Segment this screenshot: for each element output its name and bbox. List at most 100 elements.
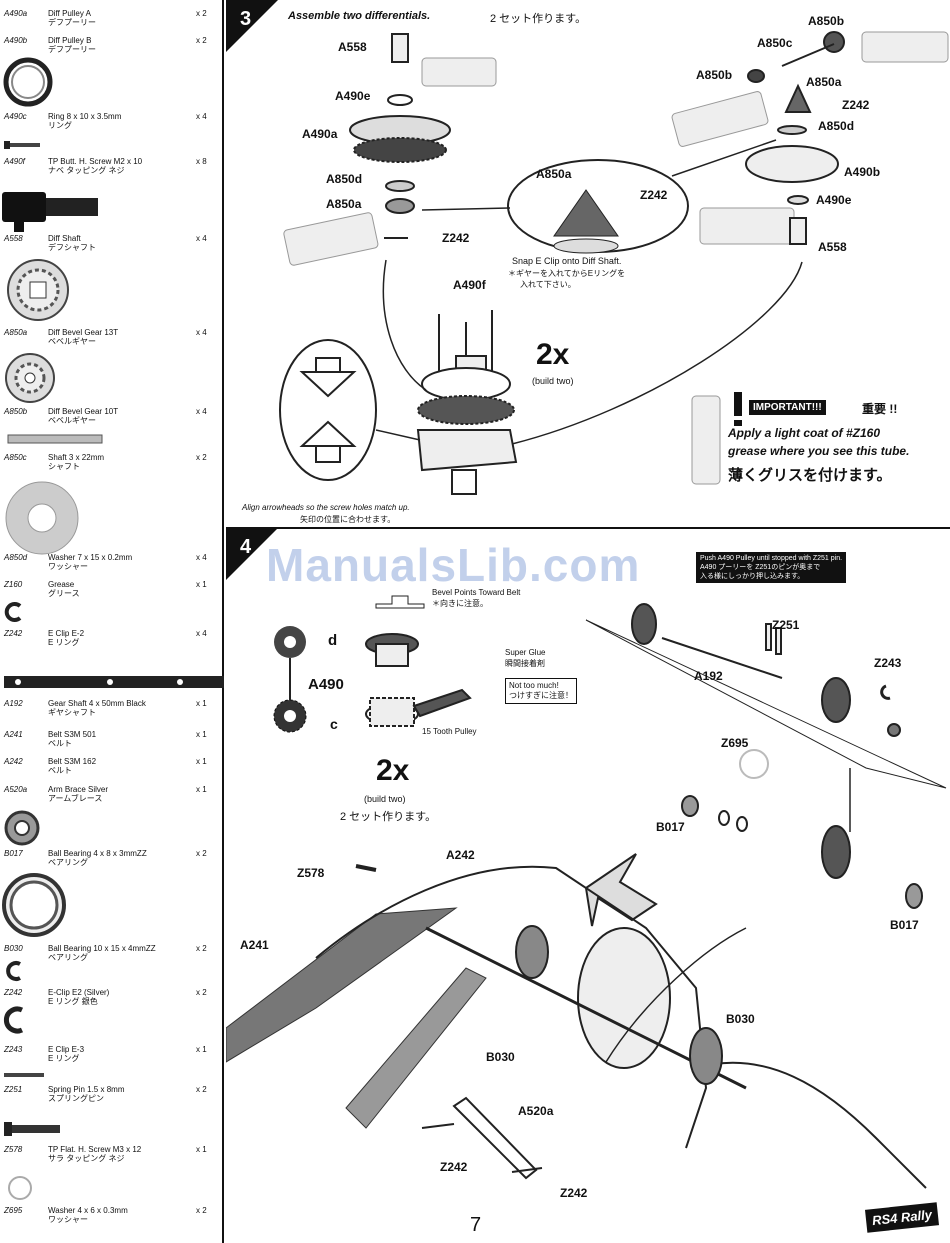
- big-arrow-icon: [584, 853, 658, 927]
- page-number: 7: [470, 1214, 482, 1236]
- label-a850c: A850c: [757, 36, 793, 50]
- label-z242-right-4: Z242: [560, 1186, 588, 1200]
- label-a558-right: A558: [818, 240, 847, 254]
- important-jp: 重要 !!: [862, 402, 898, 416]
- label-z242-mid: Z242: [640, 188, 668, 202]
- grease-line1: Apply a light coat of #Z160: [728, 426, 881, 440]
- arm-brace-icon: [421, 1096, 543, 1180]
- arrow-up-icon: [299, 420, 357, 463]
- label-b030-right: B030: [726, 1012, 755, 1026]
- build-jp-4: 2 セット作ります。: [340, 811, 437, 823]
- flow-arrows: [375, 139, 803, 445]
- washer-detail: [739, 749, 769, 779]
- e-clip-icon: [4, 602, 22, 622]
- grease-jp: 薄くグリスを付けます。: [728, 467, 892, 484]
- label-a490f: A490f: [453, 278, 486, 292]
- washer-large-icon: [5, 481, 79, 555]
- flow-arrows-4: [605, 768, 851, 1063]
- glue-bottle-icon: [412, 688, 472, 718]
- label-a850d-right: A850d: [818, 119, 855, 133]
- label-z242-right: Z242: [842, 98, 870, 112]
- step3-title: Assemble two differentials.: [288, 10, 431, 22]
- label-b017-right: B017: [890, 918, 919, 932]
- label-d: d: [328, 632, 338, 649]
- bevel-note: Bevel Points Toward Belt: [432, 588, 521, 597]
- label-z243: Z243: [874, 656, 902, 670]
- bevel-gear-13t-icon: [7, 259, 69, 321]
- section-divider: [226, 527, 950, 529]
- spring-pin-icon: [4, 1073, 44, 1077]
- grease-tube-icon: [283, 31, 949, 485]
- label-b017-left: B017: [656, 820, 685, 834]
- step3-title-jp: 2 セット作ります。: [490, 13, 587, 25]
- bevel-gear-detail: [553, 189, 619, 237]
- bevel-note-jp: ＊向きに注意。: [432, 599, 488, 608]
- washer-small-icon: [8, 1176, 32, 1200]
- label-a242: A242: [446, 848, 475, 862]
- label-a490e: A490e: [335, 89, 371, 103]
- align-note: Align arrowheads so the screw holes matc…: [242, 503, 410, 512]
- step3-diagram: [226, 0, 949, 495]
- bevel-gear-10t-icon: [5, 353, 55, 403]
- push-note-jp1: A490 プーリーを Z251のピンが奥まで: [700, 564, 821, 571]
- label-a850b-top: A850b: [808, 14, 845, 28]
- gear-shaft-exploded: [585, 603, 947, 789]
- label-a520a: A520a: [518, 1104, 554, 1118]
- bearing-row: [681, 795, 923, 909]
- super-glue-jp: 瞬間接着剤: [505, 659, 545, 668]
- ball-bearing-large-icon: [2, 873, 66, 937]
- bevel-profile-icon: [375, 595, 425, 609]
- not-too-much-box: Not too much!つけすぎに注意！: [505, 678, 577, 704]
- push-note-box: Push A490 Pulley until stopped with Z251…: [696, 552, 847, 583]
- left-diff-stack: [349, 33, 451, 239]
- not-too-much: Not too much!: [509, 681, 559, 690]
- arrow-down-icon: [299, 357, 357, 398]
- important-badge: IMPORTANT!!!: [749, 400, 826, 415]
- step4-number: 4: [240, 536, 252, 558]
- step3-number: 3: [240, 8, 252, 30]
- label-a850d-left: A850d: [326, 172, 363, 186]
- step4-corner-badge: [226, 528, 278, 580]
- label-a490a: A490a: [302, 127, 338, 141]
- label-z242-left: Z242: [442, 231, 470, 245]
- label-a850b-left: A850b: [696, 68, 733, 82]
- label-a241: A241: [240, 938, 269, 952]
- label-a490b: A490b: [844, 165, 881, 179]
- pulley-label: 15 Tooth Pulley: [422, 727, 477, 736]
- push-note: Push A490 Pulley until stopped with Z251…: [700, 555, 843, 562]
- label-a490: A490: [308, 676, 344, 693]
- label-a850a-left: A850a: [326, 197, 362, 211]
- grease-line2: grease where you see this tube.: [728, 444, 910, 458]
- ball-bearing-small-icon: [4, 810, 40, 846]
- parts-icons: [2, 57, 224, 1200]
- label-c: c: [330, 716, 338, 732]
- push-note-jp2: 入る様にしっかり押し込みます。: [700, 573, 805, 580]
- ring-icon: [3, 57, 53, 107]
- exclamation-icon: [734, 392, 742, 416]
- watermark: ManualsLib.com: [266, 539, 641, 591]
- e-clip-silver-icon: [6, 961, 21, 981]
- label-b030-left: B030: [486, 1050, 515, 1064]
- label-a850a-mid: A850a: [536, 167, 572, 181]
- label-z578: Z578: [297, 866, 325, 880]
- build-sub: (build two): [532, 376, 574, 386]
- pulley-halves-icon: [273, 626, 307, 733]
- belts: [226, 907, 487, 1129]
- label-a490e-right: A490e: [816, 193, 852, 207]
- right-diff-stack: [745, 31, 845, 245]
- step4-diagram: [226, 528, 947, 1189]
- label-z242-left-4: Z242: [440, 1160, 468, 1174]
- step3-corner-badge: [226, 0, 278, 52]
- snap-note: Snap E Clip onto Diff Shaft.: [512, 256, 622, 266]
- e-clip-e3-icon: [3, 1006, 24, 1034]
- label-z251: Z251: [772, 618, 800, 632]
- label-z695: Z695: [721, 736, 749, 750]
- chassis-outline: [315, 864, 927, 1189]
- build-count: 2x: [536, 338, 570, 371]
- e-clip-detail-callout: [507, 159, 689, 253]
- build-count-4: 2x: [376, 754, 410, 787]
- diff-shaft-icon: [2, 192, 98, 232]
- not-too-much-jp: つけすぎに注意！: [509, 691, 573, 700]
- flat-screw-icon: [4, 1122, 60, 1136]
- pulley-assembly-icon: [365, 633, 472, 727]
